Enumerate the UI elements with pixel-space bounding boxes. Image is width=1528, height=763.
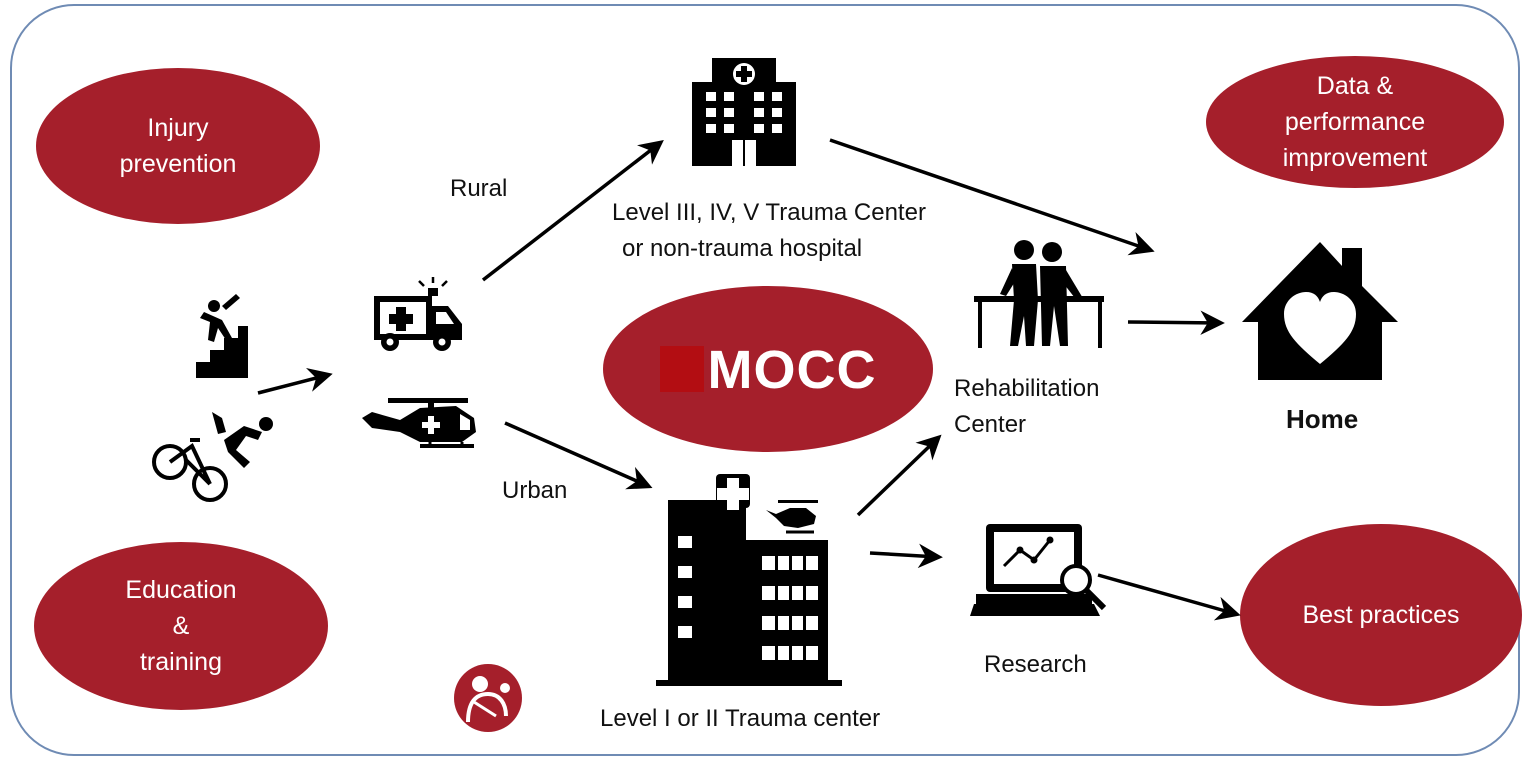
research-laptop-icon xyxy=(970,524,1107,616)
mocc-label: MOCC xyxy=(707,340,877,400)
level3-label-line2: or non-trauma hospital xyxy=(622,235,863,262)
arrow-rural xyxy=(481,140,664,282)
education-training-ellipse: Education & training xyxy=(34,542,328,710)
mocc-ellipse: MOCC xyxy=(603,286,933,452)
arrow-hospital-to-home xyxy=(829,138,1155,256)
arrow-trauma-to-rehab xyxy=(856,434,942,517)
data-performance-ellipse: Data & performance improvement xyxy=(1206,56,1504,188)
rehabilitation-icon xyxy=(974,240,1104,348)
education-training-label: Education & training xyxy=(125,576,237,676)
level1-label: Level I or II Trauma center xyxy=(600,705,881,732)
arrow-rehab-to-home xyxy=(1127,310,1225,336)
rural-label: Rural xyxy=(450,175,508,202)
arrow-research-to-best-practices xyxy=(1097,573,1241,621)
logo-icon xyxy=(454,664,522,732)
research-label: Research xyxy=(984,651,1087,678)
home-label: Home xyxy=(1286,404,1359,434)
arrow-trauma-to-research xyxy=(869,543,943,569)
injury-prevention-label: Injury prevention xyxy=(119,114,237,178)
rehab-label-line2: Center xyxy=(954,411,1027,438)
best-practices-label: Best practices xyxy=(1302,601,1460,629)
data-performance-label: Data & performance improvement xyxy=(1282,72,1428,172)
helicopter-icon xyxy=(362,398,476,448)
fall-stairs-icon xyxy=(196,294,248,378)
mocc-logo-square xyxy=(659,346,704,392)
hospital-icon xyxy=(692,58,796,166)
level3-label: Level III, IV, V Trauma Center xyxy=(612,199,926,226)
trauma-center-icon xyxy=(656,474,842,686)
bicycle-crash-icon xyxy=(152,438,228,502)
diagram-frame xyxy=(10,4,1520,756)
ambulance-icon xyxy=(374,277,462,351)
arrow-urban xyxy=(504,421,653,490)
rehab-label-line1: Rehabilitation xyxy=(954,375,1100,402)
best-practices-ellipse: Best practices xyxy=(1240,524,1522,706)
mocc-title: MOCC xyxy=(659,343,877,397)
arrow-injury-to-ems xyxy=(257,368,333,395)
flow-arrows xyxy=(257,138,1241,621)
urban-label: Urban xyxy=(502,477,568,504)
home-heart-icon xyxy=(1242,242,1398,380)
injury-prevention-ellipse: Injury prevention xyxy=(36,68,320,224)
